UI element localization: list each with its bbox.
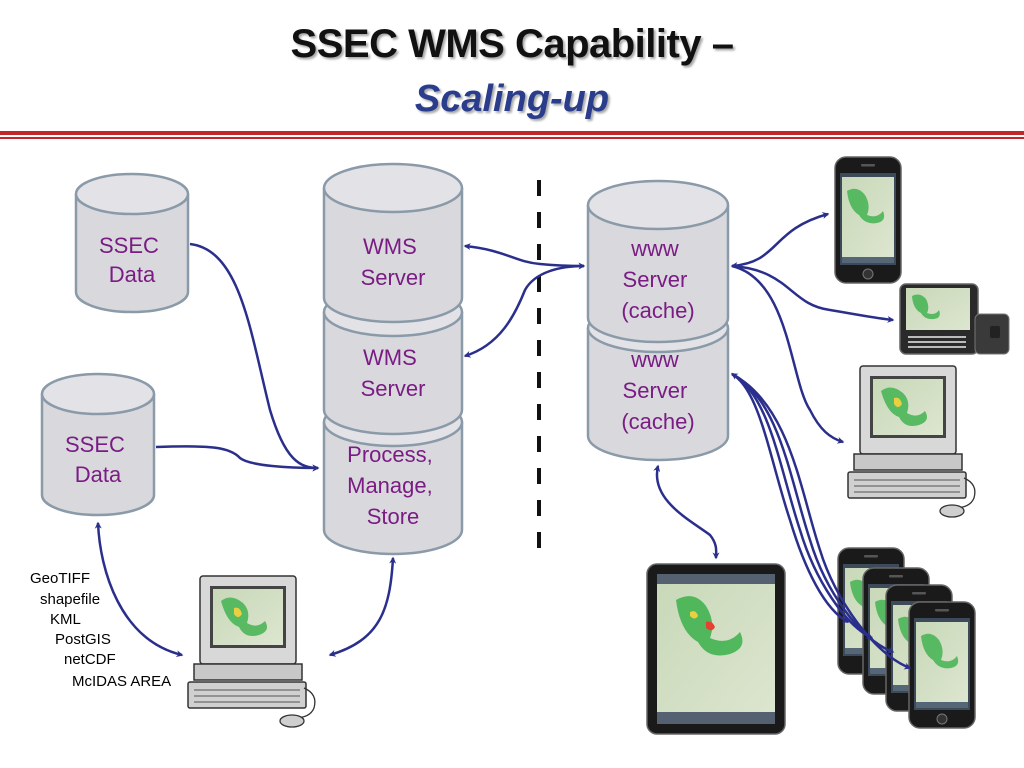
arrow-www2-to-phone-3: [731, 372, 895, 654]
wms-server-1-label-line1: WMS: [363, 234, 417, 259]
svg-text:Process, Manage, S: Process, Manage, Store: [347, 442, 439, 529]
wms-server-cylinder-1: WMS Server: [322, 162, 464, 324]
format-geotiff: GeoTIFF: [30, 570, 90, 587]
svg-text:SSEC Data: SSEC Data: [99, 233, 165, 287]
ssec-data-bottom-label-line1: SSEC: [65, 432, 125, 457]
ssec-data-top-label-line2: Data: [109, 262, 156, 287]
arrow-www2-to-phone-1: [730, 372, 850, 624]
www-server-cylinder-1: www Server (cache): [586, 179, 730, 344]
process-label-line3: Store: [367, 504, 420, 529]
ssec-data-bottom-label-line2: Data: [75, 462, 122, 487]
arrow-process-to-desktop: [328, 556, 397, 657]
process-label-line1: Process,: [347, 442, 433, 467]
arrow-www2-to-phone-4: [731, 372, 912, 670]
format-mcidas-area: McIDAS AREA: [72, 673, 171, 690]
process-label-line2: Manage,: [347, 473, 433, 498]
arrow-www-to-slider-phone: [731, 264, 895, 323]
www-server-2-label-line2: Server: [623, 378, 688, 403]
www-server-2-label-line3: (cache): [621, 409, 694, 434]
arrow-wms2-to-www: [463, 264, 585, 358]
desktop-computer-icon-right: [847, 365, 976, 518]
arrow-www2-to-phone-2: [731, 372, 874, 640]
www-server-1-label-line3: (cache): [621, 298, 694, 323]
arrow-ssec-bottom-to-process: [155, 445, 320, 472]
title-divider-thick: [0, 131, 1024, 135]
ssec-data-top-label-line1: SSEC: [99, 233, 159, 258]
arrow-ssec-top-to-process: [189, 242, 320, 472]
arrow-www-to-desktop-right: [731, 264, 845, 444]
arrow-www-to-phone-top: [730, 212, 830, 270]
format-netcdf: netCDF: [64, 651, 116, 668]
slider-phone-icon: [899, 283, 1010, 355]
svg-text:www Server (cache): www Server (cache): [621, 347, 694, 434]
svg-text:SSEC Data: SSEC Data: [65, 432, 131, 487]
data-formats-list: GeoTIFF shapefile KML PostGIS netCDF McI…: [30, 570, 171, 690]
svg-text:WMS Server: WMS Server: [361, 234, 426, 290]
svg-text:WMS Server: WMS Server: [361, 345, 426, 401]
smartphone-icon-stack-4: [908, 601, 976, 729]
slide-subtitle: Scaling-up: [414, 78, 610, 120]
ssec-data-cylinder-top: SSEC Data: [74, 172, 190, 314]
ssec-data-cylinder-bottom: SSEC Data: [40, 372, 156, 517]
smartphone-icon-top: [834, 156, 902, 284]
slide-title: SSEC WMS Capability –: [290, 22, 734, 66]
www-server-1-label-line1: www: [630, 236, 679, 261]
arrow-wms-to-www: [463, 243, 586, 270]
desktop-computer-icon: [187, 575, 316, 728]
title-divider-thin: [0, 137, 1024, 139]
wms-server-1-label-line2: Server: [361, 265, 426, 290]
format-kml: KML: [50, 611, 81, 628]
tablet-icon: [646, 563, 786, 735]
www-server-2-label-line1: www: [630, 347, 679, 372]
svg-text:www Server (cache): www Server (cache): [621, 236, 694, 323]
arrow-www2-to-tablet: [653, 464, 720, 560]
format-postgis: PostGIS: [55, 631, 111, 648]
www-server-1-label-line2: Server: [623, 267, 688, 292]
wms-server-2-label-line1: WMS: [363, 345, 417, 370]
format-shapefile: shapefile: [40, 591, 100, 608]
arrow-ssec-to-desktop: [94, 521, 184, 658]
wms-server-2-label-line2: Server: [361, 376, 426, 401]
